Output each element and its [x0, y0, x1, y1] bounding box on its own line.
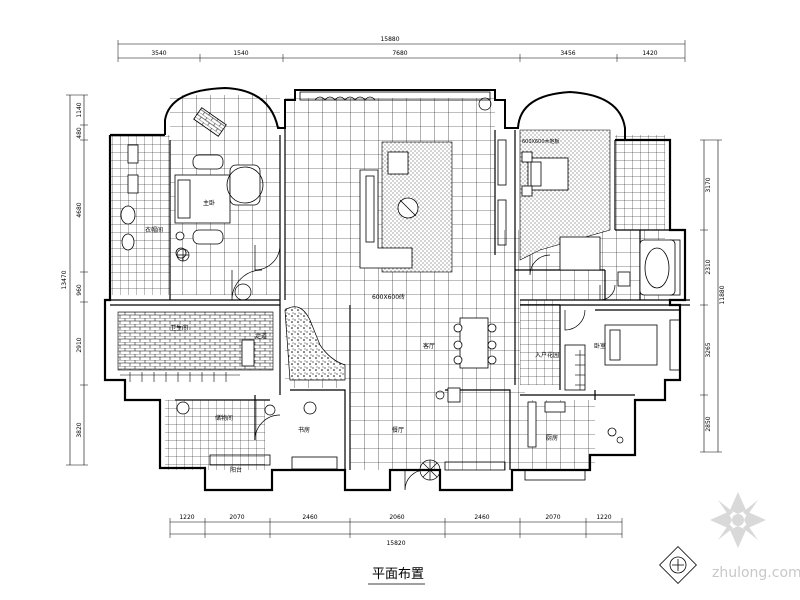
dim-bottom-total: 15820 — [386, 540, 405, 547]
room-label-corridor-tile: 600X600砖 — [372, 293, 405, 301]
room-label-wardrobe: 衣帽间 — [145, 226, 163, 234]
dim-right-1: 3170 — [705, 177, 712, 192]
room-label-study: 书房 — [298, 426, 310, 434]
dim-top-5: 1420 — [642, 50, 657, 57]
dim-top-1: 3540 — [151, 50, 166, 57]
planter-area — [284, 306, 346, 381]
furniture — [120, 107, 676, 470]
dimension-lines — [66, 40, 722, 538]
dim-bottom-5: 2460 — [474, 514, 489, 521]
room-label-dining: 餐厅 — [392, 426, 404, 434]
dim-left-2: 480 — [76, 127, 83, 139]
dim-left-3: 4680 — [76, 202, 83, 217]
dim-top-2: 1540 — [233, 50, 248, 57]
dim-bottom-6: 2070 — [545, 514, 560, 521]
room-label-corridor: 走道 — [255, 332, 267, 340]
dim-left-1: 1140 — [76, 102, 83, 117]
north-arrow-icon — [659, 546, 697, 584]
dim-bottom-1: 1220 — [179, 514, 194, 521]
dim-bottom-7: 1220 — [596, 514, 611, 521]
dim-right-total: 11880 — [719, 285, 726, 304]
room-label-bathroom: 卫生间 — [170, 324, 188, 332]
watermark-logo — [710, 492, 766, 548]
room-label-living-center: 客厅 — [423, 342, 435, 350]
dim-left-5: 2910 — [76, 337, 83, 352]
room-label-balcony: 阳台 — [230, 466, 242, 474]
watermark-text: zhulong.com — [712, 565, 800, 581]
dim-bottom-3: 2460 — [302, 514, 317, 521]
dim-top-3: 7680 — [392, 50, 407, 57]
wardrobe-hangers — [120, 350, 585, 390]
room-label-kitchen: 厨房 — [546, 434, 558, 442]
room-label-entrance: 入户花园 — [535, 351, 559, 359]
drawing-title: 平面布置 — [372, 567, 424, 582]
room-label-bedroom-right-tile: 600X600木地板 — [522, 138, 560, 145]
floor-tiling — [110, 95, 665, 470]
dim-bottom-2: 2070 — [229, 514, 244, 521]
room-label-bedroom-right: 卧室 — [594, 342, 606, 350]
dim-right-3: 3265 — [705, 342, 712, 357]
dim-left-4: 960 — [76, 284, 83, 296]
dim-bottom-4: 2060 — [389, 514, 404, 521]
room-label-storage: 储物间 — [215, 414, 233, 422]
room-label-master-bedroom: 主卧 — [203, 199, 215, 207]
dim-left-total: 13470 — [61, 270, 68, 289]
dim-right-4: 2850 — [705, 416, 712, 431]
dim-top-4: 3456 — [560, 50, 575, 57]
dim-top-total: 15880 — [380, 36, 399, 43]
dim-right-2: 2310 — [705, 259, 712, 274]
plant-icons — [176, 96, 624, 481]
dim-left-6: 3820 — [76, 422, 83, 437]
